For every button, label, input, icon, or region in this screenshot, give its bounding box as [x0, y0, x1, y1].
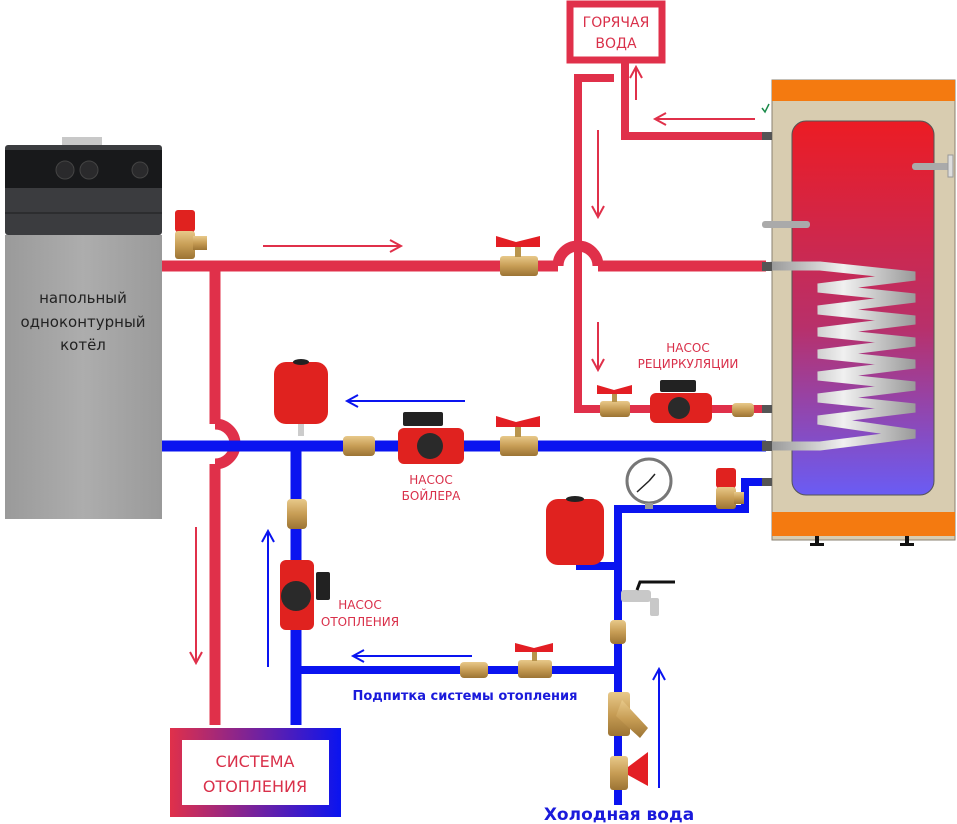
cold-water-label: Холодная вода [544, 805, 694, 824]
boiler-label-3: котёл [60, 336, 106, 354]
ball-valve-supply[interactable] [496, 236, 540, 276]
safety-valve-boiler [175, 210, 207, 259]
safety-valve-dhw [716, 468, 744, 509]
flow-arrows [189, 64, 755, 788]
arrow-up-icon [652, 666, 666, 788]
heating-pump-label-1: НАСОС [338, 598, 381, 612]
arrow-down-icon [591, 130, 605, 220]
ball-valve-makeup[interactable] [515, 643, 553, 678]
recirc-pump-label-1: НАСОС [666, 341, 709, 355]
hot-water-label-2: ВОДА [595, 36, 637, 52]
check-valve [287, 403, 754, 678]
boiler-pump-label-1: НАСОС [409, 473, 452, 487]
recirculation-pump[interactable] [650, 380, 712, 423]
arrow-right-icon [263, 239, 404, 253]
expansion-tank-dhw [546, 496, 604, 565]
arrow-down-icon [591, 322, 605, 373]
arrow-left-icon [344, 394, 465, 408]
hot-water-label-1: ГОРЯЧАЯ [583, 15, 650, 31]
boiler-label-2: одноконтурный [20, 313, 145, 331]
arrow-left-icon [652, 112, 755, 126]
heating-system-box: СИСТЕМА ОТОПЛЕНИЯ [170, 728, 341, 817]
boiler-label-1: напольный [39, 289, 127, 307]
hot-pipes [162, 60, 766, 725]
ball-valve-recirc[interactable] [597, 385, 632, 417]
boiler: напольный одноконтурный котёл [5, 137, 162, 519]
arrow-up-icon [261, 528, 275, 667]
cold-water-pipe [614, 478, 766, 805]
dhw-outlet-pipe [621, 60, 766, 140]
arrow-down-icon [189, 527, 203, 666]
recirc-pump-label-2: РЕЦИРКУЛЯЦИИ [638, 357, 739, 371]
heating-pump-label-2: ОТОПЛЕНИЯ [321, 615, 399, 629]
boiler-pump-label-2: БОЙЛЕРА [402, 488, 461, 503]
pressure-gauge [625, 457, 673, 509]
makeup-label: Подпитка системы отопления [353, 689, 578, 704]
heating-pump[interactable] [280, 560, 330, 630]
hot-water-box: ГОРЯЧАЯ ВОДА [566, 0, 666, 64]
expansion-tank-heating [274, 359, 328, 436]
arrow-up-icon [629, 64, 643, 100]
ball-valve-cold[interactable] [610, 752, 648, 790]
heating-coil [767, 261, 916, 451]
arrow-left-icon [350, 649, 472, 663]
strainer [608, 692, 648, 738]
drain-tap[interactable] [621, 580, 675, 616]
indirect-tank [761, 79, 956, 546]
heating-system-label-2: ОТОПЛЕНИЯ [203, 777, 307, 796]
ball-valve-return[interactable] [496, 416, 540, 456]
heating-system-label-1: СИСТЕМА [216, 752, 295, 771]
boiler-pump[interactable] [398, 412, 464, 464]
